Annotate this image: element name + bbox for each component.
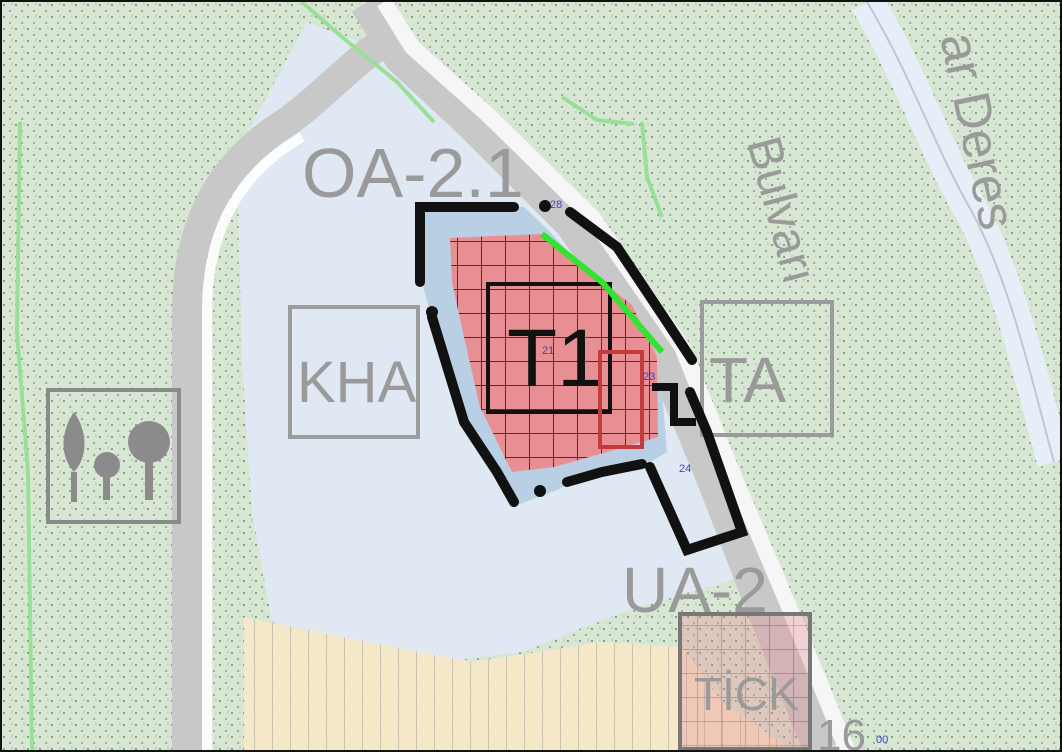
number-23: 23: [643, 371, 655, 383]
label-tick: TİCK: [694, 668, 799, 720]
label-kha: KHA: [297, 350, 417, 415]
inner-boundary: [652, 383, 696, 426]
southeast-boundary: [645, 387, 749, 557]
number-00: 00: [876, 734, 888, 746]
left-road: [172, 19, 406, 750]
boundary-dot-south: [534, 485, 546, 497]
number-28: 28: [550, 199, 562, 211]
green-boundary-left: [300, 2, 436, 124]
left-road-inner: [202, 132, 305, 750]
label-oa21: OA-2.1: [302, 134, 524, 212]
label-t1: T1: [507, 313, 603, 404]
number-21: 21: [542, 345, 554, 357]
green-boundary-top: [560, 95, 635, 126]
stream-edge: [866, 2, 1055, 463]
green-frontage-line: [540, 231, 665, 354]
red-subparcel: [598, 350, 644, 449]
green-boundary-right: [640, 121, 664, 218]
tick-grid-box: [680, 614, 810, 749]
tick-box: [678, 612, 812, 750]
label-road-16: 16: [817, 711, 866, 750]
tree-park-icon: [46, 388, 181, 524]
kha-box: [288, 305, 420, 439]
north-boundary: [415, 202, 519, 287]
boundary-dot-north: [539, 200, 551, 212]
boundary-dot-west: [426, 306, 438, 318]
green-boundary-far-left: [14, 121, 34, 750]
east-boundary-top: [565, 207, 697, 365]
ta-box: [700, 300, 834, 437]
number-24: 24: [679, 463, 691, 475]
west-boundary: [427, 312, 519, 507]
residential-area: [244, 617, 792, 750]
label-ta: TA: [709, 344, 786, 416]
t1-box: [486, 282, 612, 414]
main-road: [351, 2, 839, 750]
south-boundary: [562, 459, 647, 487]
